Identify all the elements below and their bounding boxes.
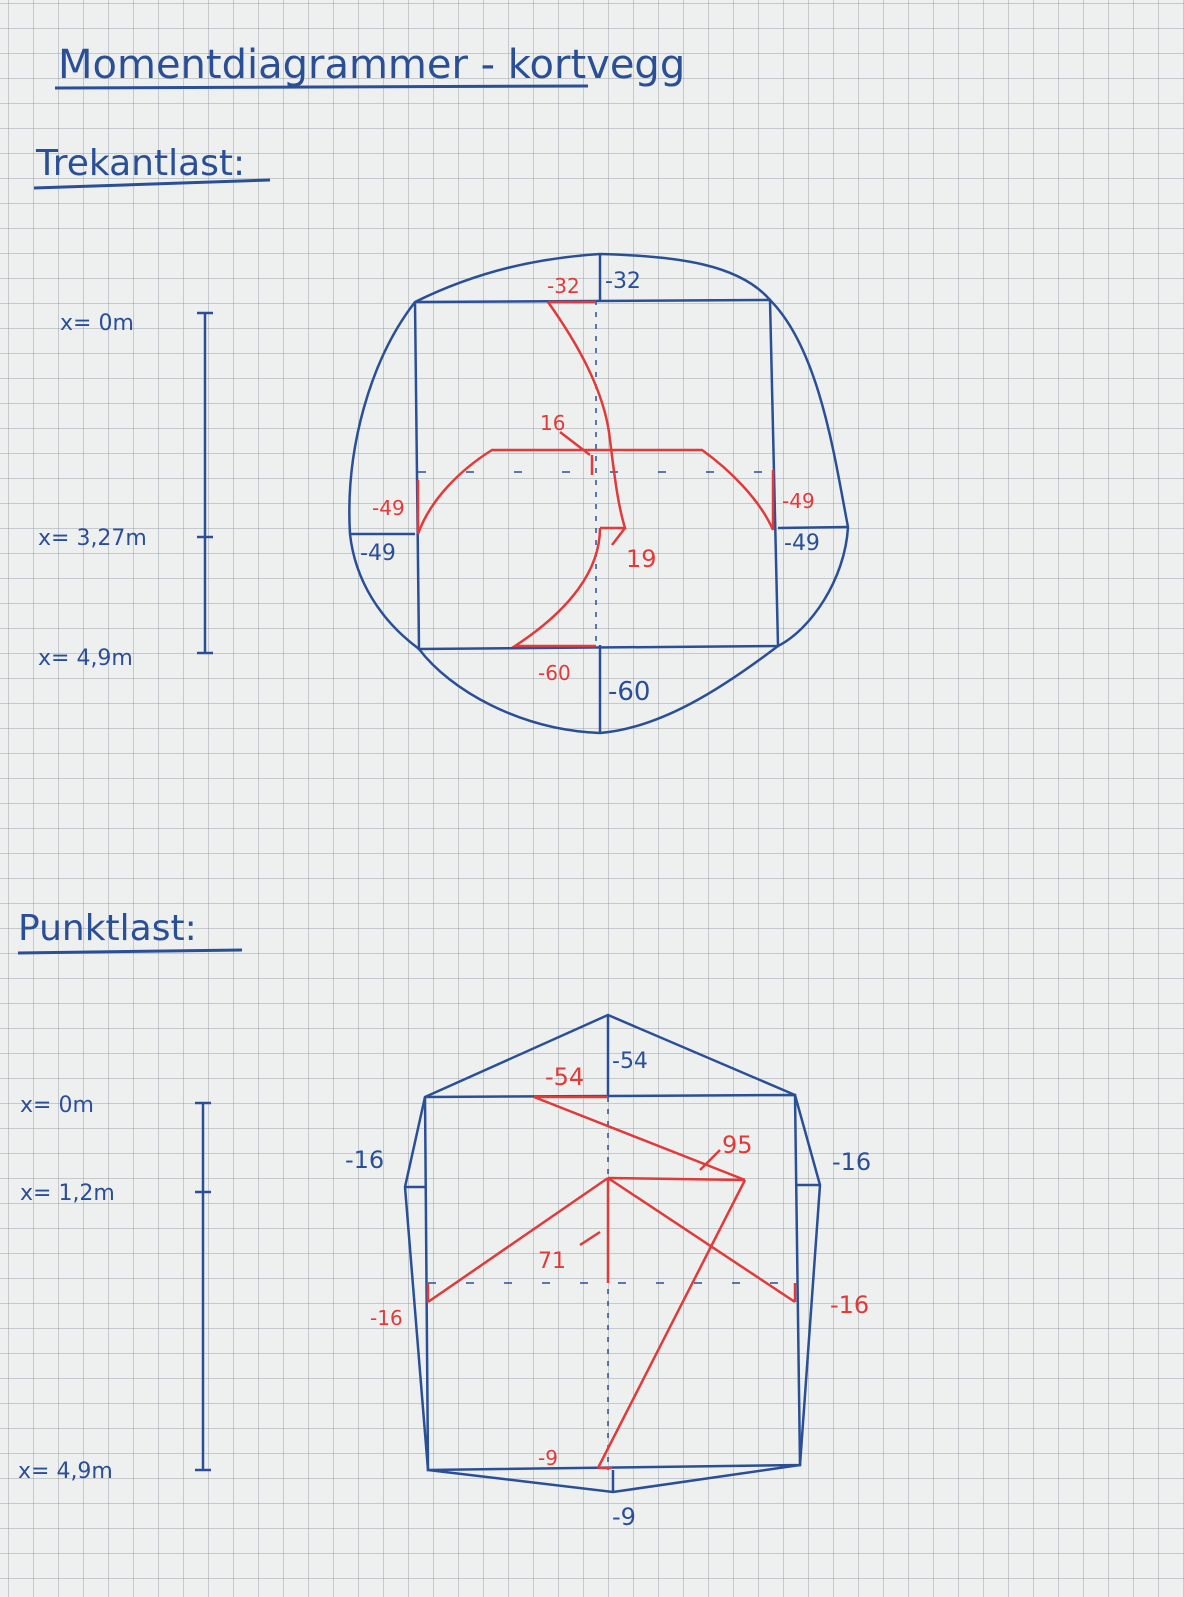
blue-value-bottom-2: -9 <box>612 1503 636 1531</box>
x-label-bottom-1: x= 4,9m <box>38 646 133 671</box>
red-value-left-2: -16 <box>370 1306 403 1330</box>
red-value-mid-1: 16 <box>540 411 565 435</box>
red-value-top-2: -54 <box>545 1063 584 1091</box>
x-label-mid-2: x= 1,2m <box>20 1181 115 1206</box>
height-scale-2 <box>195 1101 211 1472</box>
red-value-top-1: -32 <box>547 274 580 298</box>
x-label-bottom-2: x= 4,9m <box>18 1459 113 1484</box>
red-value-mid-2: 71 <box>538 1249 566 1274</box>
title-underline <box>54 84 589 90</box>
page-title: Momentdiagrammer - kortvegg <box>58 42 685 88</box>
red-value-peak-2: 95 <box>722 1131 753 1159</box>
red-value-low-1: 19 <box>626 545 657 573</box>
blue-value-left-2: -16 <box>345 1146 384 1174</box>
blue-value-right-2: -16 <box>832 1148 871 1176</box>
blue-value-bottom-1: -60 <box>608 677 650 707</box>
blue-value-left-1: -49 <box>360 541 396 566</box>
x-label-top-1: x= 0m <box>60 311 134 336</box>
x-label-top-2: x= 0m <box>20 1093 94 1118</box>
heading-punktlast: Punktlast: <box>18 908 197 949</box>
red-moment-curves-1 <box>416 300 775 648</box>
section-punktlast: Punktlast: x= 0m x= 1,2m x= 4,9m -54 -16… <box>17 908 871 1531</box>
heading-trekantlast: Trekantlast: <box>35 143 245 184</box>
wall-frame-2 <box>405 1015 820 1492</box>
red-value-bottom-1: -60 <box>538 661 571 685</box>
x-label-mid-1: x= 3,27m <box>38 526 147 551</box>
blue-moment-polygon-2 <box>403 1013 822 1494</box>
blue-value-right-1: -49 <box>784 531 820 556</box>
heading-trekantlast-underline <box>33 178 271 190</box>
red-value-bottom-2: -9 <box>538 1446 558 1470</box>
height-scale-1 <box>197 311 213 655</box>
red-value-left-1: -49 <box>372 496 405 520</box>
section-trekantlast: Trekantlast: x= 0m x= 3,27m x= 4,9m -32 … <box>33 143 850 735</box>
red-moment-lines-2 <box>426 1095 797 1470</box>
red-value-right-2: -16 <box>830 1291 869 1319</box>
blue-value-top-2: -54 <box>612 1049 648 1074</box>
blue-value-top-1: -32 <box>605 269 641 294</box>
heading-punktlast-underline <box>17 948 243 955</box>
blue-moment-curve-1 <box>348 252 850 735</box>
red-value-right-1: -49 <box>782 489 815 513</box>
